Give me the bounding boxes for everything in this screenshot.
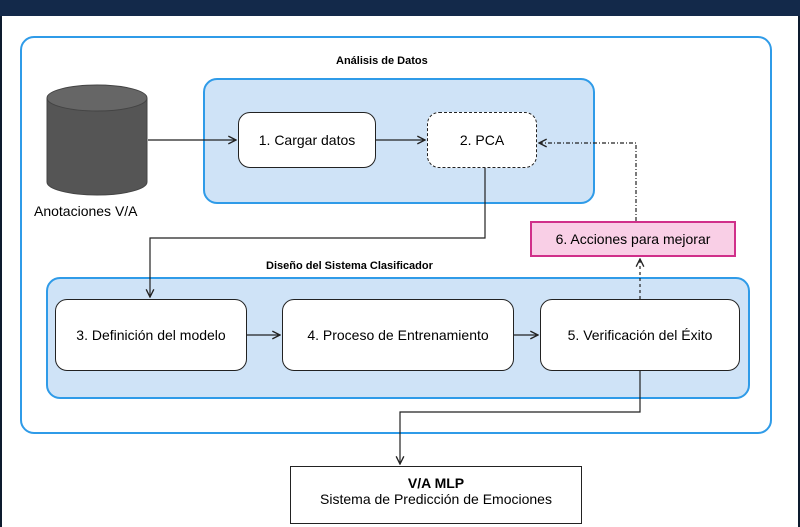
output-title: V/A MLP xyxy=(407,475,465,491)
output-subtitle: Sistema de Predicción de Emociones xyxy=(320,491,552,507)
arrow-improve-to-pca xyxy=(539,143,637,221)
arrow-pca-to-model xyxy=(150,168,486,297)
design-group-title: Diseño del Sistema Clasificador xyxy=(266,260,433,272)
analysis-group-title: Análisis de Datos xyxy=(336,55,428,67)
arrow-verify-to-output xyxy=(400,371,641,464)
database-icon xyxy=(46,84,148,196)
node-training[interactable]: 4. Proceso de Entrenamiento xyxy=(282,299,514,371)
node-improve-actions[interactable]: 6. Acciones para mejorar xyxy=(530,221,736,257)
node-load-data[interactable]: 1. Cargar datos xyxy=(238,112,376,168)
database-label: Anotaciones V/A xyxy=(34,203,138,219)
top-strip xyxy=(0,0,800,16)
output-system-box: V/A MLP Sistema de Predicción de Emocion… xyxy=(290,466,582,524)
node-pca[interactable]: 2. PCA xyxy=(427,112,537,168)
node-verification[interactable]: 5. Verificación del Éxito xyxy=(540,299,740,371)
node-model-definition[interactable]: 3. Definición del modelo xyxy=(55,299,247,371)
